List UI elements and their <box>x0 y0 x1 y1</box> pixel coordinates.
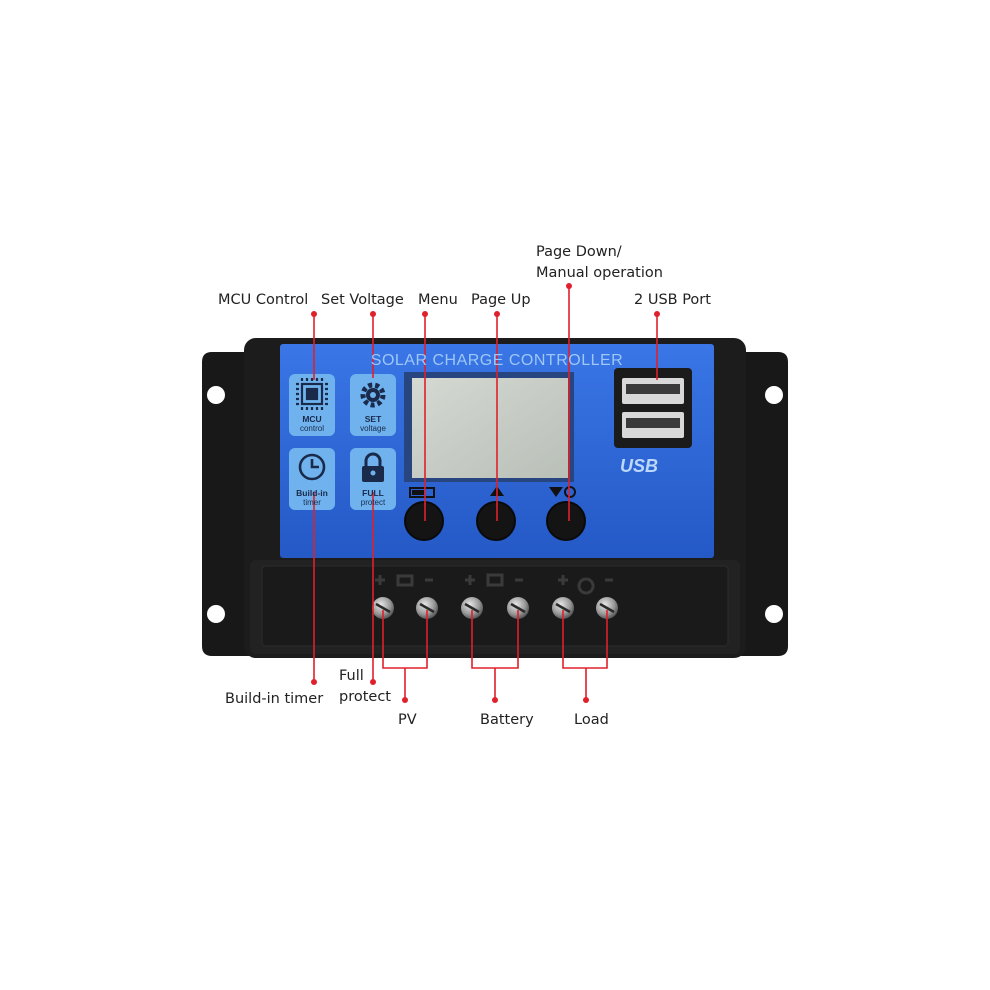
mounting-hole <box>207 605 225 623</box>
menu-button[interactable] <box>404 501 444 541</box>
panel-title: SOLAR CHARGE CONTROLLER <box>371 352 623 369</box>
callout-set-voltage: Set Voltage <box>321 292 404 308</box>
callout-page-down-2: Manual operation <box>536 265 663 281</box>
lock-icon <box>362 452 384 482</box>
callout-load: Load <box>574 712 609 728</box>
callout-battery: Battery <box>480 712 534 728</box>
callout-usb-port: 2 USB Port <box>634 292 711 308</box>
terminal-screws <box>372 597 618 619</box>
lcd-screen <box>412 378 568 478</box>
mounting-hole <box>765 605 783 623</box>
callout-lines <box>313 286 658 700</box>
mcu-label-2: control <box>300 424 324 433</box>
clock-icon <box>298 453 326 481</box>
usb-ports[interactable] <box>614 368 692 448</box>
callout-menu: Menu <box>418 292 458 308</box>
mounting-hole <box>207 386 225 404</box>
usb-logo: USB <box>620 456 658 476</box>
gear-icon <box>360 382 386 408</box>
protect-label-1: FULL <box>362 488 384 498</box>
left-mounting-ear <box>202 352 250 656</box>
page-up-button[interactable] <box>476 501 516 541</box>
callout-pv: PV <box>398 712 417 728</box>
timer-label-2: timer <box>303 498 321 507</box>
callout-page-down-1: Page Down/ <box>536 244 622 260</box>
set-label-2: voltage <box>360 424 386 433</box>
callout-full-protect-2: protect <box>339 689 391 705</box>
callout-page-up: Page Up <box>471 292 531 308</box>
chip-icon <box>296 378 328 410</box>
callout-full-protect-1: Full <box>339 668 364 684</box>
protect-label-2: protect <box>361 498 386 507</box>
page-down-button[interactable] <box>546 501 586 541</box>
mcu-label-1: MCU <box>302 414 321 424</box>
callout-build-in-timer: Build-in timer <box>225 691 324 707</box>
callout-mcu-control: MCU Control <box>218 292 309 308</box>
right-mounting-ear <box>740 352 788 656</box>
callout-dots <box>311 283 660 703</box>
menu-symbol-icon <box>409 487 435 498</box>
set-label-1: SET <box>365 414 382 424</box>
mounting-hole <box>765 386 783 404</box>
terminal-polarity-marks <box>375 573 613 595</box>
down-arrow-icon <box>549 486 576 498</box>
timer-label-1: Build-in <box>296 488 328 498</box>
